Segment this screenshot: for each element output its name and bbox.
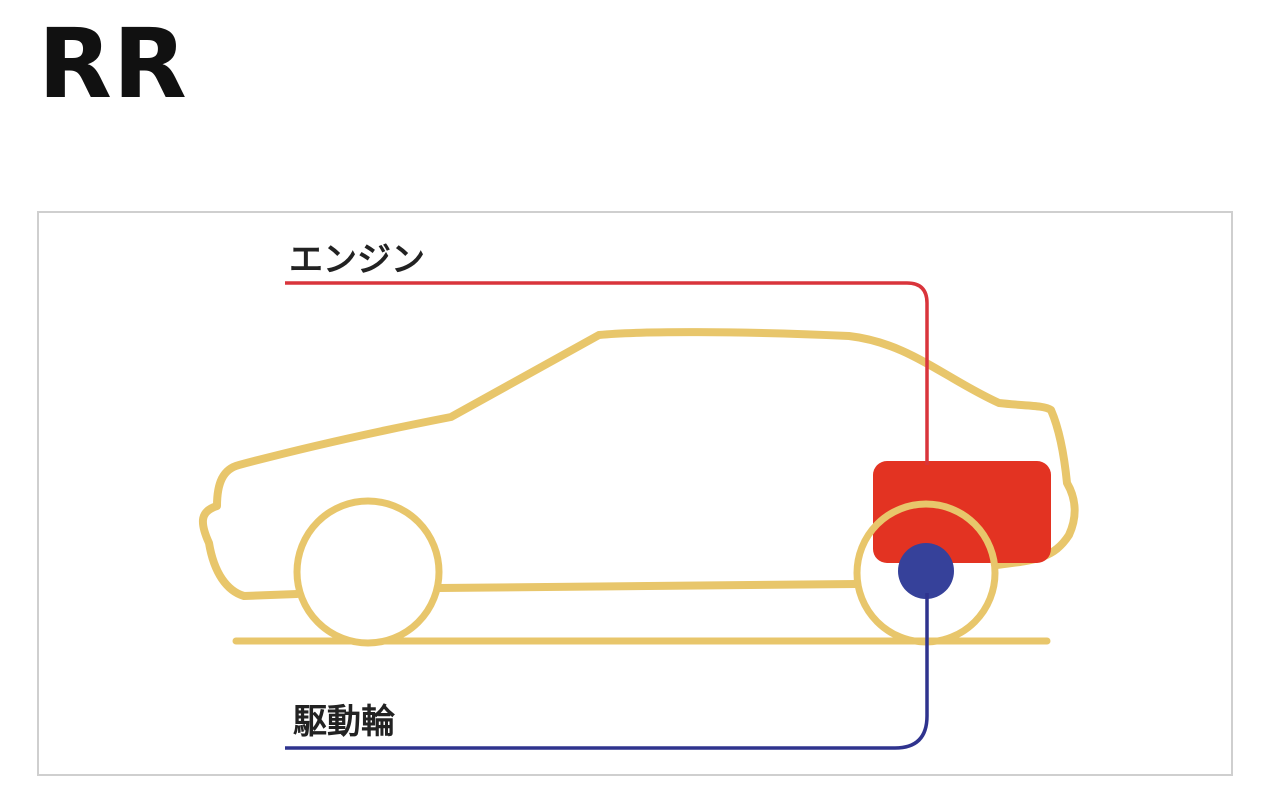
car-body-outline xyxy=(198,328,1079,600)
drive-wheel-hub xyxy=(898,543,954,599)
front-wheel xyxy=(293,497,443,647)
drive-wheel-label: 駆動輪 xyxy=(293,702,395,742)
page-title: RR xyxy=(38,8,188,120)
diagram-frame: エンジン 駆動輪 xyxy=(37,211,1233,776)
rr-layout-diagram: エンジン 駆動輪 xyxy=(198,240,1079,750)
engine-callout-line xyxy=(285,281,929,465)
engine-label: エンジン xyxy=(289,240,425,280)
drive-wheel-callout-line xyxy=(285,593,929,750)
